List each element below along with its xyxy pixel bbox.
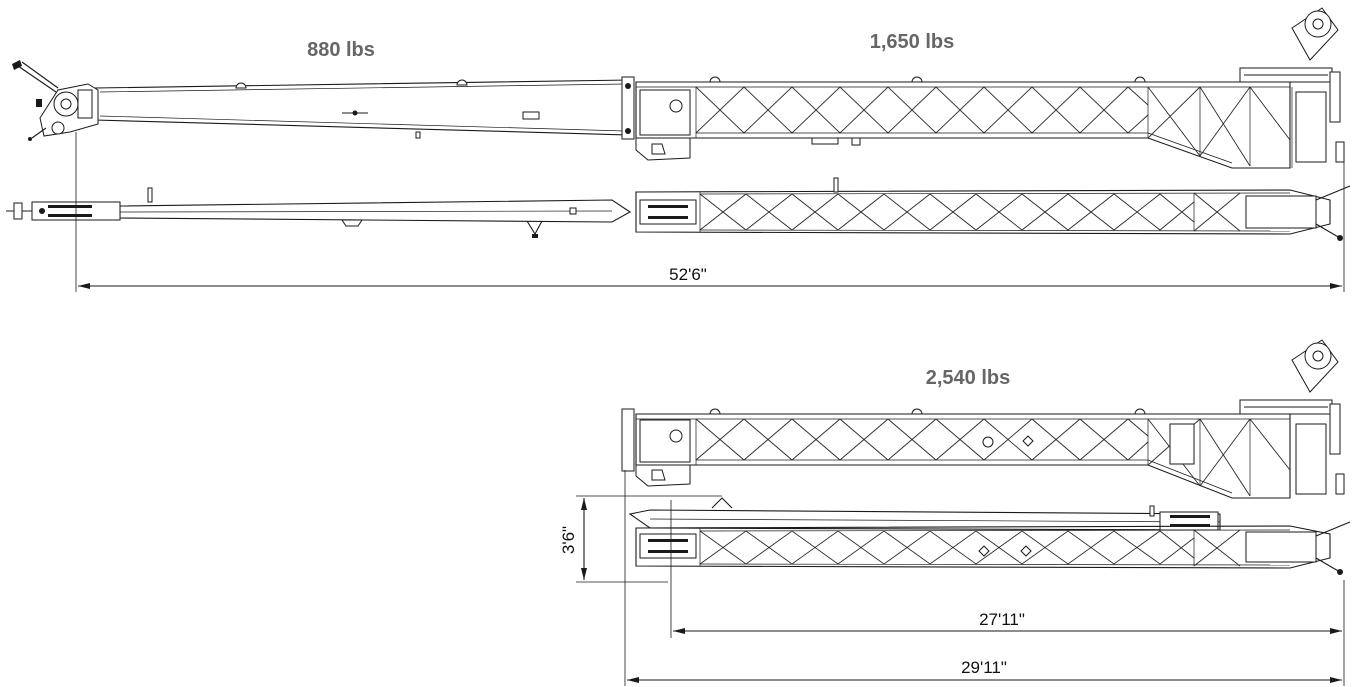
fly-jib-head (12, 60, 99, 141)
stowed-inner-length-dimension (670, 500, 1345, 686)
overall-length-value: 52'6" (669, 265, 707, 284)
extended-jib-side-view (12, 7, 1345, 169)
lattice-jib-plan (569, 177, 1351, 241)
stowed-inner-length-value: 27'11" (979, 610, 1025, 629)
overall-length-dimension (75, 132, 1345, 292)
stowed-overall-length-value: 29'11" (961, 658, 1007, 677)
fly-jib-section (12, 60, 635, 141)
stowed-jib-side-view (621, 339, 1345, 499)
stowed-height-dimension (576, 495, 722, 583)
stowed-overall-length-dimension (624, 470, 1342, 686)
lattice-jib-weight-label: 1,650 lbs (870, 31, 955, 53)
fly-jib-plan (6, 187, 632, 238)
extended-jib-plan-view (6, 132, 1351, 292)
stowed-jib-weight-label: 2,540 lbs (926, 367, 1011, 389)
stowed-height-value: 3'6" (559, 526, 578, 554)
lattice-jib-head (1239, 7, 1345, 163)
lattice-jib-section (635, 7, 1345, 169)
stowed-jib-plan-view (628, 497, 1351, 575)
stowed-jib-head (1239, 339, 1345, 495)
fly-jib-weight-label: 880 lbs (307, 39, 375, 61)
